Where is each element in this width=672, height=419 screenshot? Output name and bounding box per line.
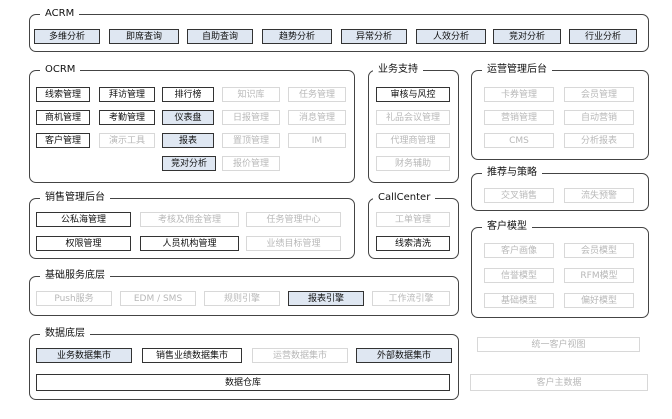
public-private-pool-management[interactable]: 公私海管理 [36,212,131,227]
analysis-reports[interactable]: 分析报表 [564,133,634,148]
data-layer-panel [29,334,459,400]
ops-backend-panel [471,70,649,160]
base-service-panel [29,276,459,316]
workflow-engine[interactable]: 工作流引擎 [372,291,450,306]
acrm-adhoc-query[interactable]: 即席查询 [109,29,179,44]
external-data-mart[interactable]: 外部数据集市 [356,348,452,363]
personnel-org-management[interactable]: 人员机构管理 [140,236,239,251]
agent-management[interactable]: 代理商管理 [376,133,450,148]
push-service[interactable]: Push服务 [36,291,112,306]
acrm-panel [29,14,649,52]
ocrm-competitor-analysis[interactable]: 竞对分析 [162,156,216,171]
customer-master-data[interactable]: 客户主数据 [470,374,648,391]
preference-model[interactable]: 偏好模型 [564,293,634,308]
cross-selling[interactable]: 交叉销售 [484,188,554,203]
customer-portrait[interactable]: 客户画像 [484,243,554,258]
auto-marketing[interactable]: 自动营销 [564,110,634,125]
ops-backend-title: 运营管理后台 [482,64,552,76]
base-service-title: 基础服务底层 [40,270,110,282]
acrm-title: ACRM [40,8,80,20]
base-model[interactable]: 基础模型 [484,293,554,308]
unified-customer-view[interactable]: 统一客户视图 [477,337,640,352]
ocrm-task-management[interactable]: 任务管理 [288,87,346,102]
acrm-anomaly-analysis[interactable]: 异常分析 [341,29,407,44]
ocrm-visit-management[interactable]: 拜访管理 [99,87,155,102]
marketing-management[interactable]: 营销管理 [484,110,554,125]
callcenter-title: CallCenter [373,192,436,204]
sales-performance-data-mart[interactable]: 销售业绩数据集市 [142,348,242,363]
business-support-title: 业务支持 [373,64,423,76]
data-layer-title: 数据底层 [40,328,90,340]
permission-management[interactable]: 权限管理 [36,236,131,251]
sales-backend-title: 销售管理后台 [40,192,110,204]
ocrm-demo-tools[interactable]: 演示工具 [99,133,155,148]
ocrm-attendance-management[interactable]: 考勤管理 [99,110,155,125]
coupon-management[interactable]: 卡券管理 [484,87,554,102]
ocrm-pin-management[interactable]: 置顶管理 [222,133,280,148]
recommend-title: 推荐与策略 [482,167,542,179]
ocrm-panel [29,70,355,183]
gift-meeting-management[interactable]: 礼品会议管理 [376,110,450,125]
edm-sms[interactable]: EDM / SMS [120,291,196,306]
customer-model-panel [471,227,649,318]
ocrm-customer-management[interactable]: 客户管理 [36,133,90,148]
acrm-multidim-analysis[interactable]: 多维分析 [34,29,100,44]
task-management-center[interactable]: 任务管理中心 [246,212,341,227]
ocrm-reports[interactable]: 报表 [162,133,214,148]
finance-assist[interactable]: 财务辅助 [376,156,450,171]
acrm-competitor-analysis[interactable]: 竞对分析 [493,29,561,44]
data-warehouse[interactable]: 数据仓库 [36,374,450,391]
ocrm-knowledge-base[interactable]: 知识库 [222,87,280,102]
churn-warning[interactable]: 流失预警 [564,188,634,203]
member-management[interactable]: 会员管理 [564,87,634,102]
acrm-trend-analysis[interactable]: 趋势分析 [262,29,332,44]
assessment-commission-management[interactable]: 考核及佣金管理 [140,212,239,227]
ocrm-message-management[interactable]: 消息管理 [288,110,346,125]
lead-cleansing[interactable]: 线索清洗 [376,236,450,251]
operations-data-mart[interactable]: 运营数据集市 [252,348,348,363]
ocrm-opportunity-management[interactable]: 商机管理 [36,110,90,125]
acrm-self-service-query[interactable]: 自助查询 [187,29,253,44]
customer-model-title: 客户模型 [482,221,532,233]
rfm-model[interactable]: RFM模型 [564,268,634,283]
sales-backend-panel [29,198,355,259]
cms[interactable]: CMS [484,133,554,148]
acrm-efficiency-analysis[interactable]: 人效分析 [416,29,486,44]
ocrm-title: OCRM [40,64,81,76]
report-engine[interactable]: 报表引擎 [288,291,364,306]
ocrm-im[interactable]: IM [288,133,346,148]
acrm-industry-analysis[interactable]: 行业分析 [569,29,637,44]
business-data-mart[interactable]: 业务数据集市 [36,348,132,363]
member-model[interactable]: 会员模型 [564,243,634,258]
ocrm-lead-management[interactable]: 线索管理 [36,87,90,102]
recommend-panel [471,173,649,211]
ocrm-quote-management[interactable]: 报价管理 [222,156,280,171]
rule-engine[interactable]: 规则引擎 [204,291,280,306]
ocrm-leaderboard[interactable]: 排行榜 [162,87,214,102]
audit-risk-control[interactable]: 审核与风控 [376,87,450,102]
ocrm-daily-report[interactable]: 日报管理 [222,110,280,125]
ticket-management[interactable]: 工单管理 [376,212,450,227]
performance-goal-management[interactable]: 业绩目标管理 [246,236,341,251]
credit-model[interactable]: 信誉模型 [484,268,554,283]
ocrm-dashboard[interactable]: 仪表盘 [162,110,214,125]
